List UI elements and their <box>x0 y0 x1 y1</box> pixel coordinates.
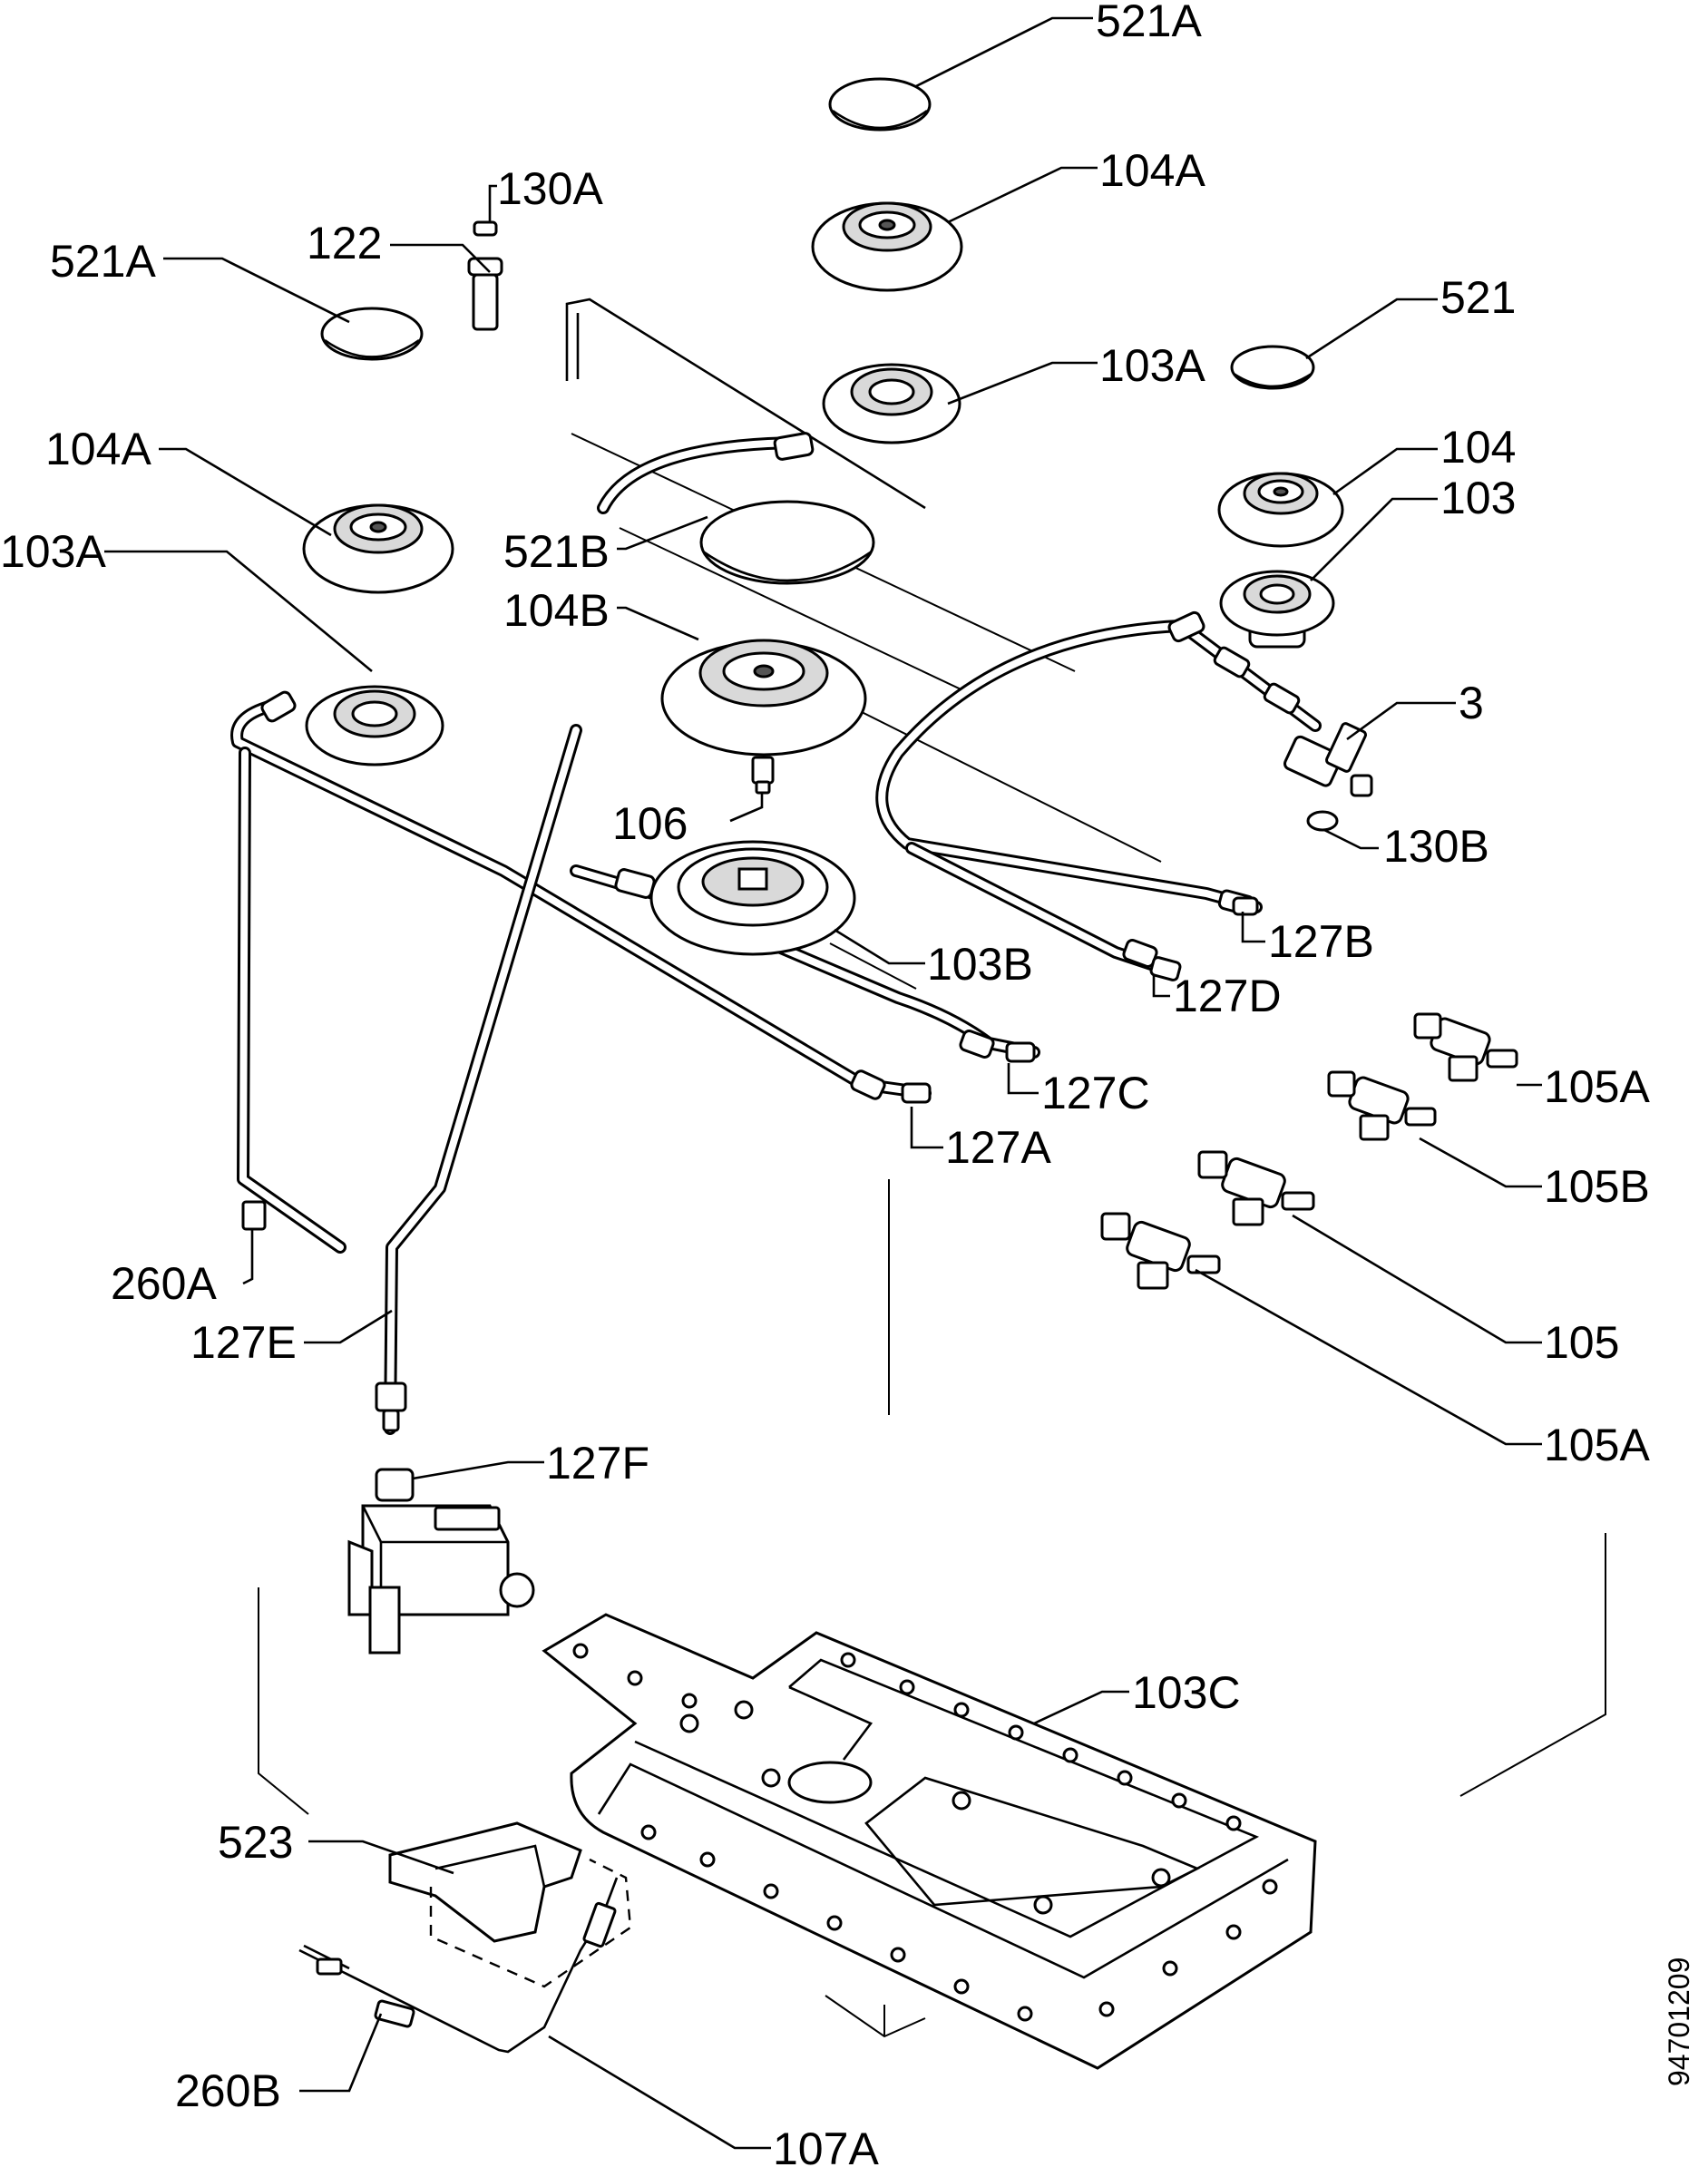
callout-127a: 127A <box>945 1122 1051 1173</box>
callout-127b: 127B <box>1268 916 1374 967</box>
callout-103b: 103B <box>927 939 1033 990</box>
oven-valve-block <box>347 1468 535 1655</box>
callout-523: 523 <box>218 1817 293 1868</box>
callout-labels: 521A 104A 130A 122 521A 521 103A 104A 10… <box>0 0 1650 2174</box>
callout-130a: 130A <box>497 163 603 214</box>
callout-107a: 107A <box>773 2123 879 2174</box>
callout-106: 106 <box>612 798 688 849</box>
callout-127d: 127D <box>1173 971 1282 1021</box>
callout-521b: 521B <box>503 526 610 577</box>
diagram-reference-number: 94701209 <box>1663 1957 1695 2086</box>
callout-3: 3 <box>1459 678 1484 728</box>
callout-130b: 130B <box>1383 821 1489 872</box>
callout-leaders <box>104 16 1542 2150</box>
callout-103a-left: 103A <box>0 526 106 577</box>
callout-127c: 127C <box>1041 1068 1150 1118</box>
callout-103c: 103C <box>1132 1667 1241 1718</box>
thermocouple-group <box>241 1200 632 2054</box>
callout-521a-top: 521A <box>1096 0 1202 46</box>
callout-521: 521 <box>1440 272 1516 323</box>
gas-pipes <box>230 298 1322 1435</box>
callout-260a: 260A <box>111 1258 217 1309</box>
callout-105: 105 <box>1544 1317 1619 1368</box>
oven-burner-plate <box>542 1613 1317 2070</box>
burner-bodies <box>305 220 1339 956</box>
callout-105a-bot: 105A <box>1544 1420 1650 1470</box>
callout-105a-top: 105A <box>1544 1061 1650 1112</box>
callout-127f: 127F <box>546 1438 649 1489</box>
callout-105b: 105B <box>1544 1161 1650 1212</box>
callout-103: 103 <box>1440 473 1516 523</box>
burner-heads <box>302 201 1344 757</box>
callout-260b: 260B <box>175 2065 281 2116</box>
gas-taps <box>1100 722 1518 1290</box>
callout-104a-left: 104A <box>45 424 151 474</box>
callout-122: 122 <box>307 218 382 268</box>
callout-104a-top: 104A <box>1099 145 1205 196</box>
callout-104b: 104B <box>503 585 610 636</box>
callout-104: 104 <box>1440 422 1516 473</box>
plate-holes <box>572 1643 1278 2022</box>
callout-127e: 127E <box>190 1317 297 1368</box>
callout-103a-mid: 103A <box>1099 340 1205 391</box>
callout-521a-left: 521A <box>50 236 156 287</box>
pipe-fittings <box>260 432 1301 1432</box>
